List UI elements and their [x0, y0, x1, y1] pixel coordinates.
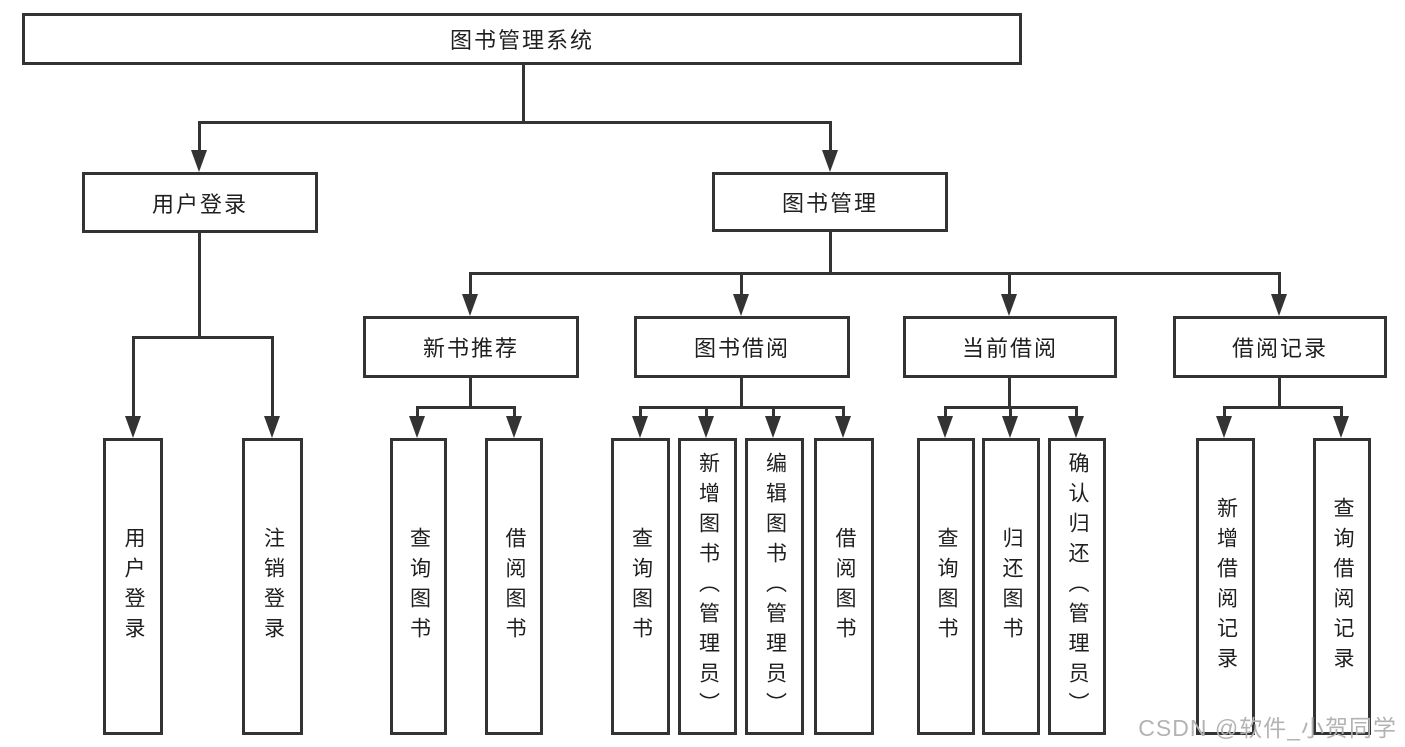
node-label: 确认归还（管理员）: [1066, 451, 1089, 722]
connector-stem: [705, 406, 708, 418]
arrow-down-icon: [765, 416, 781, 438]
node-label: 查询图书: [407, 526, 431, 647]
leaf-add-borrow-record: 新增借阅记录: [1196, 438, 1255, 735]
connector-drop: [469, 378, 472, 406]
connector-drop: [1278, 378, 1281, 406]
arrow-down-icon: [409, 416, 425, 438]
node-label: 图书管理: [781, 191, 878, 216]
connector-stem: [1008, 272, 1011, 296]
arrow-down-icon: [264, 416, 280, 438]
node-user-login: 用户登录: [82, 172, 318, 233]
arrow-down-icon: [1002, 416, 1018, 438]
leaf-borrow-books-recommend: 借阅图书: [485, 438, 543, 735]
leaf-add-books-admin: 新增图书（管理员）: [678, 438, 737, 735]
connector-stem: [416, 406, 419, 418]
arrow-down-icon: [506, 416, 522, 438]
node-new-book-recommend: 新书推荐: [363, 316, 579, 378]
node-book-system: 图书管理系统: [22, 13, 1022, 65]
arrow-down-icon: [835, 416, 851, 438]
arrow-down-icon: [1333, 416, 1349, 438]
leaf-return-books: 归还图书: [982, 438, 1040, 735]
connector-split: [1223, 406, 1343, 409]
arrow-down-icon: [462, 294, 478, 316]
connector-userlogin-drop: [198, 233, 201, 336]
node-label: 查询图书: [935, 526, 958, 647]
node-label: 编辑图书（管理员）: [763, 451, 787, 722]
arrow-down-icon: [937, 416, 953, 438]
node-label: 借阅记录: [1231, 336, 1328, 361]
connector-stem: [1009, 406, 1012, 418]
connector-root-split: [198, 121, 832, 124]
arrow-down-icon: [1216, 416, 1232, 438]
node-label: 用户登录: [151, 191, 248, 217]
node-book-borrow: 图书借阅: [634, 316, 850, 378]
leaf-query-books-current: 查询图书: [917, 438, 975, 735]
node-label: 借阅图书: [833, 526, 856, 647]
connector-stem: [772, 406, 775, 418]
arrow-down-icon: [698, 416, 714, 438]
leaf-query-borrow-record: 查询借阅记录: [1313, 438, 1371, 735]
connector-stem: [198, 121, 201, 152]
node-label: 查询图书: [629, 526, 653, 647]
connector-split: [639, 406, 845, 409]
arrow-down-icon: [191, 150, 207, 172]
leaf-user-login: 用户登录: [103, 438, 163, 735]
connector-userlogin-split: [132, 336, 274, 339]
node-label: 借阅图书: [503, 526, 526, 647]
watermark-text: CSDN @软件_小贺同学: [1138, 715, 1397, 741]
node-label: 用户登录: [122, 526, 145, 647]
connector-root-drop: [522, 65, 525, 121]
node-borrow-records: 借阅记录: [1173, 316, 1387, 378]
connector-stem: [1223, 406, 1226, 418]
connector-split: [416, 406, 516, 409]
arrow-down-icon: [125, 416, 141, 438]
arrow-down-icon: [822, 150, 838, 172]
connector-stem: [1340, 406, 1343, 418]
connector-stem: [469, 272, 472, 296]
leaf-logout: 注销登录: [242, 438, 303, 735]
node-label: 图书管理系统: [449, 28, 594, 53]
connector-stem: [842, 406, 845, 418]
arrow-down-icon: [733, 294, 749, 316]
arrow-down-icon: [632, 416, 648, 438]
node-label: 图书借阅: [693, 336, 790, 361]
node-label: 当前借阅: [961, 336, 1058, 361]
leaf-borrow-books: 借阅图书: [814, 438, 874, 735]
node-current-borrow: 当前借阅: [903, 316, 1117, 378]
arrow-down-icon: [1001, 294, 1017, 316]
node-label: 注销登录: [261, 526, 285, 647]
connector-bookmgmt-drop: [829, 232, 832, 272]
leaf-confirm-return-admin: 确认归还（管理员）: [1048, 438, 1106, 735]
connector-stem: [271, 336, 274, 416]
arrow-down-icon: [1068, 416, 1084, 438]
leaf-query-books-borrow: 查询图书: [611, 438, 670, 735]
arrow-down-icon: [1271, 294, 1287, 316]
node-label: 新增图书（管理员）: [696, 451, 720, 722]
node-label: 查询借阅记录: [1331, 496, 1354, 677]
node-label: 归还图书: [1000, 526, 1023, 647]
connector-stem: [513, 406, 516, 418]
connector-stem: [1075, 406, 1078, 418]
node-label: 新书推荐: [422, 336, 519, 361]
connector-stem: [132, 336, 135, 416]
leaf-edit-books-admin: 编辑图书（管理员）: [745, 438, 804, 735]
connector-stem: [944, 406, 947, 418]
connector-drop: [740, 378, 743, 406]
connector-stem: [740, 272, 743, 296]
node-book-management: 图书管理: [712, 172, 948, 232]
connector-stem: [1278, 272, 1281, 296]
connector-drop: [1008, 378, 1011, 406]
node-label: 新增借阅记录: [1214, 496, 1238, 677]
connector-stem: [639, 406, 642, 418]
leaf-query-books-recommend: 查询图书: [390, 438, 447, 735]
connector-stem: [829, 121, 832, 152]
connector-bookmgmt-split: [469, 272, 1281, 275]
